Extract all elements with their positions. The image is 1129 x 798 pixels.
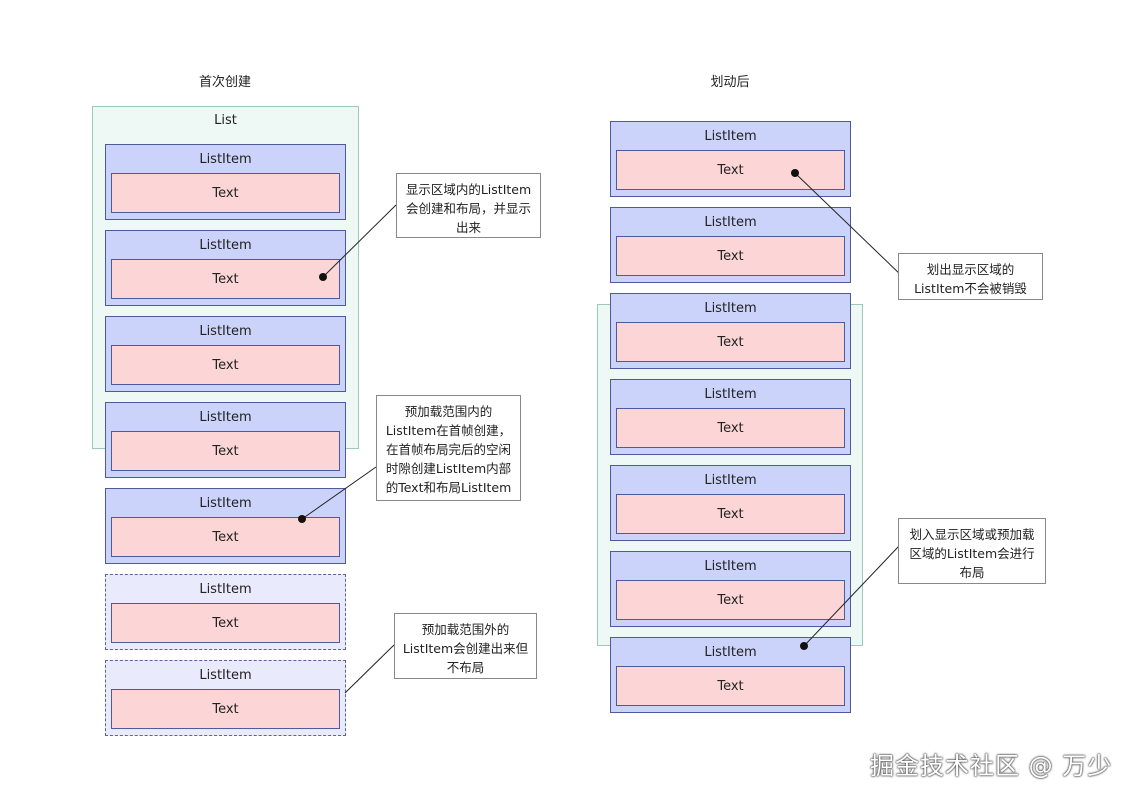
text-box: Text (616, 494, 845, 534)
callout-scrolled-in: 划入显示区域或预加载区域的ListItem会进行布局 (898, 518, 1046, 584)
left-list-item: ListItem Text (105, 144, 346, 220)
text-box: Text (616, 666, 845, 706)
list-item-label: ListItem (704, 559, 757, 574)
text-box: Text (111, 517, 340, 557)
right-list-item: ListItem Text (610, 379, 851, 455)
callout-outside-preload: 预加载范围外的ListItem会创建出来但不布局 (394, 613, 537, 679)
left-list-item: ListItem Text (105, 488, 346, 564)
list-item-label: ListItem (199, 668, 252, 683)
text-box: Text (616, 236, 845, 276)
text-box: Text (616, 580, 845, 620)
list-item-label: ListItem (199, 496, 252, 511)
list-item-label: ListItem (199, 152, 252, 167)
left-list-item-unlaid: ListItem Text (105, 574, 346, 650)
list-item-label: ListItem (199, 410, 252, 425)
text-box: Text (616, 322, 845, 362)
list-item-label: ListItem (199, 324, 252, 339)
text-box: Text (616, 150, 845, 190)
right-title: 划动后 (710, 75, 750, 90)
text-box: Text (111, 431, 340, 471)
callout-scrolled-out: 划出显示区域的ListItem不会被销毁 (898, 253, 1043, 300)
list-item-label: ListItem (704, 473, 757, 488)
list-item-label: ListItem (199, 582, 252, 597)
text-box: Text (111, 689, 340, 729)
right-list-item: ListItem Text (610, 465, 851, 541)
left-list-item-unlaid: ListItem Text (105, 660, 346, 736)
list-item-label: ListItem (704, 387, 757, 402)
text-box: Text (111, 345, 340, 385)
list-item-label: ListItem (704, 215, 757, 230)
left-list-item: ListItem Text (105, 230, 346, 306)
right-list-item: ListItem Text (610, 551, 851, 627)
text-box: Text (616, 408, 845, 448)
right-list-item: ListItem Text (610, 637, 851, 713)
watermark: 掘金技术社区 @ 万少 (870, 752, 1113, 780)
text-box: Text (111, 173, 340, 213)
callout-visible-area: 显示区域内的ListItem会创建和布局，并显示出来 (396, 173, 541, 238)
left-title: 首次创建 (198, 75, 251, 90)
left-list-item: ListItem Text (105, 316, 346, 392)
list-item-label: ListItem (704, 129, 757, 144)
right-list-item: ListItem Text (610, 293, 851, 369)
list-item-label: ListItem (199, 238, 252, 253)
list-item-label: ListItem (704, 645, 757, 660)
list-label: List (214, 113, 237, 128)
right-list-item: ListItem Text (610, 207, 851, 283)
list-item-label: ListItem (704, 301, 757, 316)
right-list-item: ListItem Text (610, 121, 851, 197)
text-box: Text (111, 259, 340, 299)
text-box: Text (111, 603, 340, 643)
callout-preload-area: 预加载范围内的ListItem在首帧创建，在首帧布局完后的空闲时隙创建ListI… (376, 395, 521, 501)
connector-line (344, 644, 395, 694)
left-list-item: ListItem Text (105, 402, 346, 478)
